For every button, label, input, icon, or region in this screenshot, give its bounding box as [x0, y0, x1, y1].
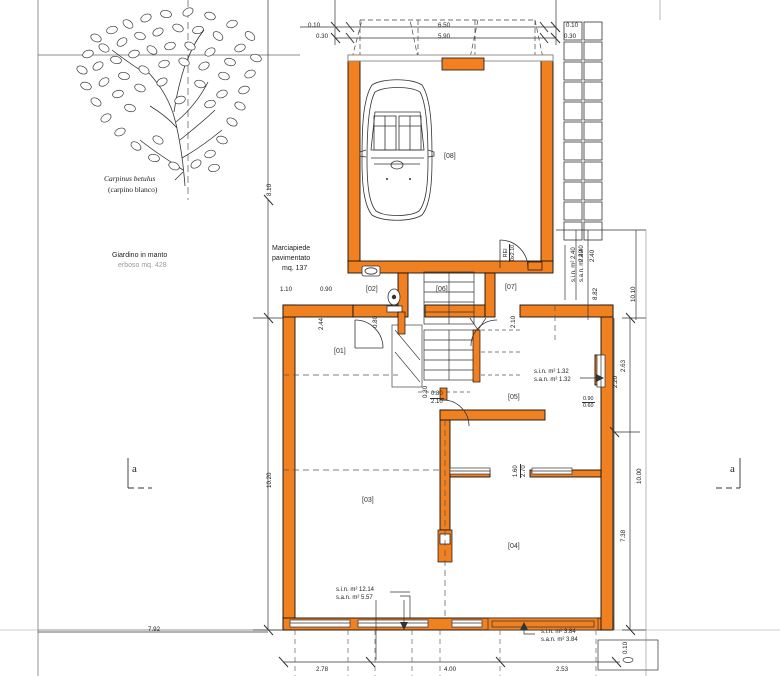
dim-right-4: 2.63 [620, 359, 627, 372]
dim-interior-5: 2.10 [510, 315, 517, 328]
dim-right-2: 8.82 [592, 287, 599, 300]
dim-bottom-2: 4.00 [444, 666, 457, 673]
opening-dim-window-05: 0.90 0.60 [582, 396, 595, 409]
opening-width: 0.80 [430, 391, 444, 399]
dim-interior-2: 0.30 [422, 385, 429, 398]
room-label-04: [04] [508, 543, 520, 550]
dimension-witness-lines [253, 0, 646, 636]
dim-top-1: 0.30 [316, 33, 329, 40]
surface-san: s.a.n. m² 5.57 [336, 595, 373, 602]
section-marker-right: a [730, 463, 735, 475]
room-label-08: [08] [444, 153, 456, 160]
bottom-door-dimension [375, 591, 410, 660]
dim-left-0: 8.10 [266, 183, 273, 196]
interior-dashed-lines [283, 305, 556, 618]
room-label-06: [06] [436, 286, 448, 293]
right-grid-detail [563, 21, 603, 241]
dim-interior-1: 0.90 [320, 286, 333, 293]
surface-sin: s.i.n. m² 12.14 [336, 587, 375, 593]
bottom-dimension-chain [38, 630, 659, 676]
tree-species-latin: Carpinus betulus [104, 174, 156, 183]
tree-symbol [76, 7, 262, 187]
dim-right-7: 0.10 [622, 641, 629, 654]
surface-sin: s.i.n. m² 1.32 [534, 369, 569, 375]
car-symbol [359, 79, 435, 221]
dim-left-1: 10.20 [266, 472, 273, 488]
dim-right-3: 10.10 [630, 286, 637, 302]
staircase [391, 271, 520, 388]
dim-top-2: 6.50 [438, 22, 451, 29]
dim-top-0: 0.10 [308, 22, 321, 29]
dim-interior-0: 1.10 [280, 286, 293, 293]
surface-sin: s.i.n. m² 2.40 [571, 247, 577, 282]
opening-dim-door-main: 0.80 2.10 [430, 391, 444, 406]
room-label-07: [07] [505, 284, 517, 291]
tree-species-common: (carpino blanco) [108, 185, 158, 194]
room-label-03: [03] [362, 497, 374, 504]
surface-san: s.a.n. m² 2.40 [579, 245, 586, 282]
opening-rei-label: REI [503, 243, 511, 262]
surface-sin: s.i.n. m² 3.84 [541, 629, 576, 635]
dim-interior-6: 2.20 [612, 375, 619, 388]
garden-label-line2: erboso mq. 428 [118, 262, 167, 269]
garage-door-opening [441, 57, 485, 71]
room-label-05: [05] [508, 394, 520, 401]
opening-height: 2.10 [431, 398, 443, 405]
windows [289, 354, 606, 631]
surface-san: s.a.n. m² 3.84 [541, 637, 578, 644]
room-label-02: [02] [366, 286, 378, 293]
opening-height: 0.60 [583, 403, 594, 410]
opening-dim-rei-door: REI 0x2.10 [503, 243, 517, 262]
dim-top-3: 5.90 [438, 33, 451, 40]
section-marker-lines [127, 458, 741, 489]
dim-right-5: 7.38 [620, 529, 627, 542]
dim-interior-4: 0.80 [372, 315, 379, 328]
dim-top-5: 0.30 [564, 33, 577, 40]
wc-fixture [386, 288, 403, 313]
top-dimension-lines [300, 0, 561, 59]
surface-label-07: s.i.n. m² 2.40 s.a.n. m² 2.40 [570, 245, 586, 282]
dim-bottom-3: 2.53 [556, 666, 569, 673]
right-edge-lines [645, 0, 661, 676]
opening-rei-size: 0x2.10 [510, 244, 517, 261]
sidewalk-label-line1: Marciapiede [272, 245, 311, 252]
section-marker-left: a [132, 463, 137, 475]
sidewalk-label-line2: pavimentato [272, 255, 311, 262]
surface-label-04: s.i.n. m² 3.84 s.a.n. m² 3.84 [541, 628, 578, 644]
surface-leader-lines [400, 374, 604, 635]
dim-right-1: 2.40 [589, 249, 596, 262]
dim-bottom-0: 7.92 [148, 626, 161, 633]
surface-label-05: s.i.n. m² 1.32 s.a.n. m² 1.32 [534, 368, 571, 384]
right-dimension-ticks [556, 229, 646, 320]
surface-san: s.a.n. m² 1.32 [534, 377, 571, 384]
opening-height: 2.70 [520, 465, 527, 477]
opening-width: 0.90 [582, 396, 595, 404]
garden-label-line1: Giardino in manto [112, 252, 168, 259]
sink-fixture [361, 265, 381, 277]
room-label-01: [01] [334, 348, 346, 355]
dim-right-6: 10.00 [636, 468, 643, 484]
surface-label-03: s.i.n. m² 12.14 s.a.n. m² 5.57 [336, 586, 374, 602]
opening-dim-window-04: 1.60 2.70 [513, 464, 528, 478]
dim-top-4: 0.10 [566, 22, 579, 29]
sidewalk-label-line3: mq. 137 [282, 265, 308, 272]
dim-interior-3: 2.44 [318, 317, 325, 330]
dim-bottom-1: 2.78 [316, 666, 329, 673]
opening-width: 1.60 [513, 464, 521, 478]
